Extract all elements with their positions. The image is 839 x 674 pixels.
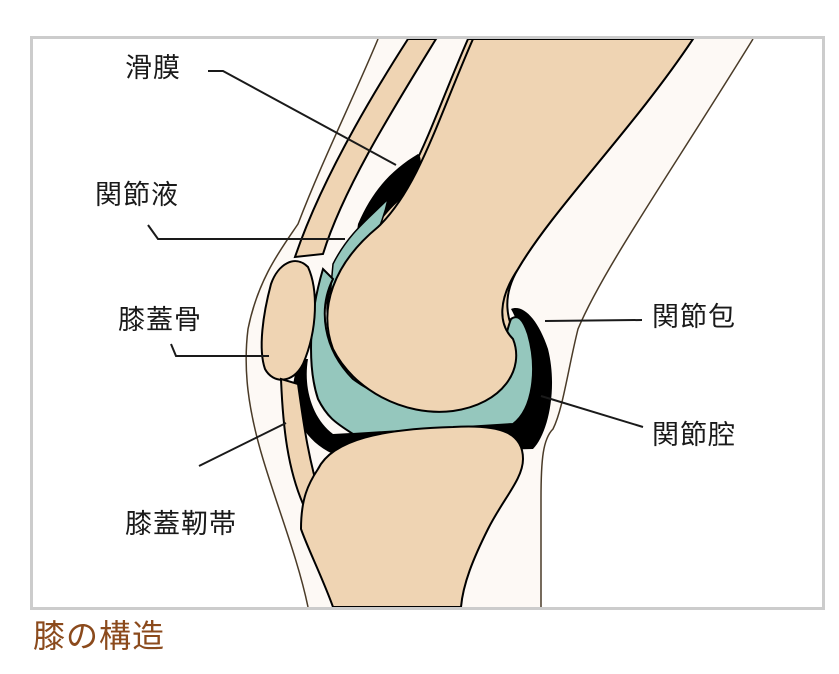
knee-illustration [147,39,754,607]
label-joint-cavity: 関節腔 [652,420,736,451]
label-patellar-ligament: 膝蓋靭帯 [125,509,237,540]
figure-caption: 膝の構造 [33,617,166,655]
label-joint-capsule: 関節包 [652,302,736,333]
label-synovial-fluid: 関節液 [95,180,179,211]
knee-diagram-frame: 滑膜 関節液 膝蓋骨 膝蓋靭帯 関節包 関節腔 [30,36,825,610]
label-patella: 膝蓋骨 [118,305,202,336]
label-synovium: 滑膜 [125,53,181,84]
